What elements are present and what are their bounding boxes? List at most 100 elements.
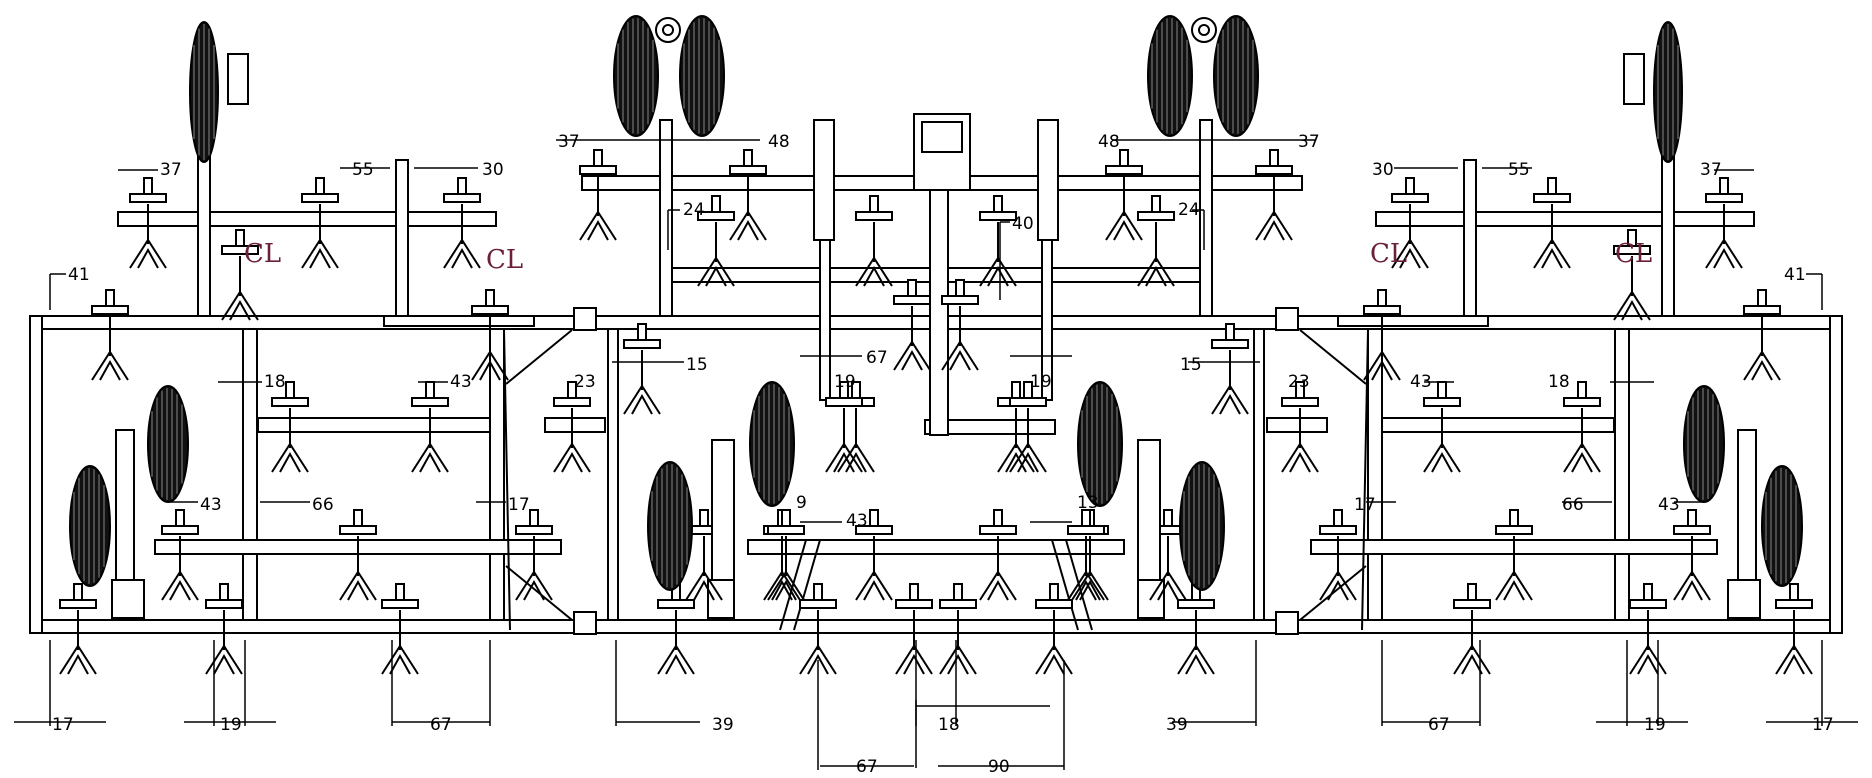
sweep — [623, 384, 661, 415]
shank-bolt — [1789, 583, 1799, 601]
tire-body — [1761, 465, 1803, 587]
sweep — [1079, 579, 1101, 601]
shank-clamp — [1319, 525, 1357, 535]
sweep — [1105, 210, 1143, 241]
shank-clamp — [91, 305, 129, 315]
sweep — [301, 238, 339, 269]
sweep — [1613, 290, 1651, 321]
sweep — [1453, 644, 1491, 675]
dim-label: 9 — [796, 493, 807, 513]
shank-clamp — [1137, 211, 1175, 221]
sweep — [895, 644, 933, 675]
sweep — [1571, 451, 1593, 473]
sweep — [451, 247, 473, 269]
shank-bolt — [1437, 381, 1447, 399]
shank-bolt — [1577, 381, 1587, 399]
dim-label: 67 — [856, 757, 878, 777]
shank-bolt — [425, 381, 435, 399]
sweep — [1281, 442, 1319, 473]
sweep — [903, 653, 925, 675]
shank-clamp — [271, 397, 309, 407]
brace — [503, 329, 511, 631]
gauge-arm — [779, 539, 807, 631]
sweep — [863, 579, 885, 601]
dim-label: 19 — [220, 715, 242, 735]
brace — [1299, 329, 1367, 385]
shank-clamp — [825, 397, 863, 407]
tire — [147, 385, 189, 503]
hinge-block — [573, 307, 597, 331]
tire-body — [647, 461, 693, 591]
sweep — [279, 451, 301, 473]
shank-bolt — [711, 195, 721, 213]
shank-bolt — [1049, 583, 1059, 601]
dim-label: 23 — [1288, 372, 1310, 392]
shank-clamp — [1453, 599, 1491, 609]
upper-wing-bar — [117, 211, 497, 227]
sweep — [979, 256, 1017, 287]
shank-clamp — [471, 305, 509, 315]
dim-label: 39 — [1166, 715, 1188, 735]
shank-bolt — [953, 583, 963, 601]
tire — [613, 15, 659, 137]
shank-clamp — [59, 599, 97, 609]
shank-bolt — [315, 177, 325, 195]
shank-bolt — [1269, 149, 1279, 167]
shank-clamp — [515, 525, 553, 535]
mid-wing-stub — [544, 417, 606, 433]
sweep — [705, 265, 727, 287]
shank-clamp — [1035, 599, 1073, 609]
sweep — [169, 579, 191, 601]
shank-clamp — [1423, 397, 1461, 407]
sweep — [1211, 384, 1249, 415]
sweep — [863, 265, 885, 287]
sweep — [665, 653, 687, 675]
brace — [1361, 329, 1369, 631]
tire-body — [1147, 15, 1193, 137]
sweep — [855, 256, 893, 287]
shank-clamp — [1495, 525, 1533, 535]
dim-label: 19 — [834, 372, 856, 392]
shank-clamp — [1775, 599, 1813, 609]
shank-bolt — [1377, 289, 1387, 307]
tire — [679, 15, 725, 137]
wheel-post — [1199, 119, 1213, 317]
wing-upright — [1614, 328, 1630, 621]
sweep — [213, 653, 235, 675]
dim-label: 39 — [712, 715, 734, 735]
center-column-lower — [819, 239, 831, 401]
sweep — [947, 653, 969, 675]
shank-clamp — [411, 397, 449, 407]
shanks — [59, 176, 1813, 675]
gauge-wheel-base — [1727, 579, 1761, 619]
sweep — [1399, 247, 1421, 269]
shank-clamp — [1009, 397, 1047, 407]
sweep — [1705, 238, 1743, 269]
shank-bolt — [699, 509, 709, 527]
shank-clamp — [895, 599, 933, 609]
sweep — [949, 349, 971, 371]
sweep — [1219, 393, 1241, 415]
shank-clamp — [623, 339, 661, 349]
dim-label: 90 — [988, 757, 1010, 777]
shank-clamp — [979, 211, 1017, 221]
wheel-hub-center — [1198, 24, 1210, 36]
tire — [1653, 21, 1683, 163]
sweep — [1751, 359, 1773, 381]
center-lower-bar — [747, 539, 1125, 555]
shank-bolt — [285, 381, 295, 399]
sweep — [685, 570, 723, 601]
sweep — [479, 359, 501, 381]
wheels — [69, 15, 1803, 591]
shank-bolt — [1719, 177, 1729, 195]
dim-label: 67 — [1428, 715, 1450, 735]
dim-label: 43 — [1658, 495, 1680, 515]
mid-wing-stub — [1266, 417, 1328, 433]
shank-bolt — [1295, 381, 1305, 399]
center-hitch-post — [929, 189, 949, 436]
shank-bolt — [1023, 381, 1033, 399]
shank-clamp — [1391, 193, 1429, 203]
shank-clamp — [1629, 599, 1667, 609]
sweep — [1319, 570, 1357, 601]
